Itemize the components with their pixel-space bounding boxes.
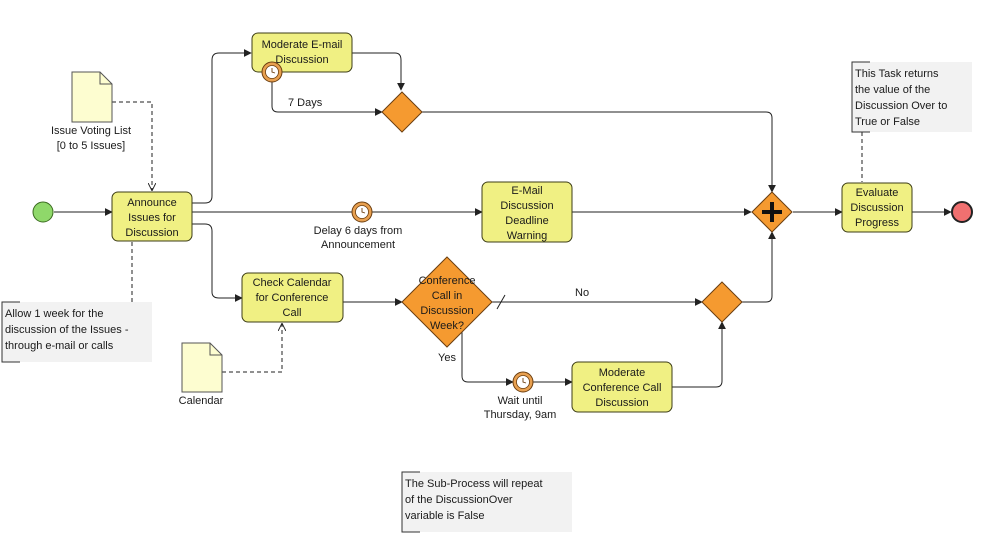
timer-intermediate-delay[interactable] xyxy=(351,201,373,223)
task-moderate-email[interactable]: Moderate E-mail Discussion xyxy=(251,32,353,73)
plus-icon xyxy=(762,202,782,222)
document-label-line: Issue Voting List xyxy=(51,125,131,137)
default-flow-marker xyxy=(496,294,506,310)
gateway-label-line: Week? xyxy=(430,320,464,332)
task-moderate-conference-call[interactable]: Moderate Conference Call Discussion xyxy=(571,361,673,413)
end-event[interactable] xyxy=(951,201,973,223)
clock-icon xyxy=(361,208,366,214)
task-label-line: Moderate xyxy=(599,367,645,379)
flow-merge-to-parallel xyxy=(742,231,776,303)
task-label-line: E-Mail xyxy=(511,185,542,197)
flow-announce-to-check-calendar xyxy=(192,223,243,302)
annotation-line: Allow 1 week for the xyxy=(5,308,103,320)
annotation-line: variable is False xyxy=(405,510,484,522)
task-label-line: Discussion xyxy=(850,202,903,214)
parallel-gateway[interactable] xyxy=(751,191,793,233)
association-issue-list xyxy=(112,101,152,190)
label-7-days: 7 Days xyxy=(288,97,323,109)
label-no: No xyxy=(575,287,589,299)
task-label-line: Issues for xyxy=(128,212,176,224)
task-evaluate-progress[interactable]: Evaluate Discussion Progress xyxy=(841,182,913,233)
task-label-line: Discussion xyxy=(275,54,328,66)
associations xyxy=(112,101,863,373)
task-label-line: Evaluate xyxy=(856,187,899,199)
label-wait-line: Thursday, 9am xyxy=(484,409,557,421)
task-label-line: Check Calendar xyxy=(253,277,332,289)
annotation-allow-week[interactable]: Allow 1 week for the discussion of the I… xyxy=(1,301,152,363)
task-label-line: Discussion xyxy=(500,200,553,212)
task-label-line: Call xyxy=(283,307,302,319)
flow-yes-to-timer xyxy=(461,327,514,386)
timer-boundary-event[interactable] xyxy=(261,61,283,83)
document-label-line: Calendar xyxy=(179,395,224,407)
task-label-line: Moderate E-mail xyxy=(262,39,343,51)
task-label-line: for Conference xyxy=(256,292,329,304)
timer-intermediate-wait[interactable] xyxy=(512,371,534,393)
flow-moderate-email-to-gateway xyxy=(352,52,405,91)
flow-moderate-conf-to-merge xyxy=(672,321,726,388)
annotation-line: True or False xyxy=(855,116,920,128)
annotation-task-returns[interactable]: This Task returns the value of the Discu… xyxy=(851,61,972,133)
annotation-line: Discussion Over to xyxy=(855,100,947,112)
annotation-line: discussion of the Issues - xyxy=(5,324,129,336)
annotation-line: This Task returns xyxy=(855,68,939,80)
document-icon xyxy=(71,71,113,123)
clock-icon xyxy=(271,68,276,74)
gateway-label-line: Discussion xyxy=(420,305,473,317)
annotation-line: of the DiscussionOver xyxy=(405,494,513,506)
annotation-line: the value of the xyxy=(855,84,930,96)
task-announce-issues[interactable]: Announce Issues for Discussion xyxy=(111,191,193,242)
clock-icon xyxy=(522,378,527,384)
task-label-line: Conference Call xyxy=(583,382,662,394)
flow-7-days-to-gateway xyxy=(271,82,383,116)
exclusive-gateway-email[interactable] xyxy=(381,91,423,133)
document-icon xyxy=(181,342,223,393)
annotation-subprocess-repeat[interactable]: The Sub-Process will repeat of the Discu… xyxy=(401,471,572,533)
data-object-calendar[interactable]: Calendar xyxy=(179,342,224,407)
task-label-line: Discussion xyxy=(125,227,178,239)
label-yes: Yes xyxy=(438,352,456,364)
annotation-line: The Sub-Process will repeat xyxy=(405,478,543,490)
gateway-conference-call-week[interactable]: Conference Call in Discussion Week? xyxy=(401,256,493,348)
task-label-line: Announce xyxy=(127,197,177,209)
association-calendar xyxy=(222,324,282,373)
gateway-label-line: Call in xyxy=(432,290,463,302)
label-wait-line: Wait until xyxy=(498,395,543,407)
document-label-line: [0 to 5 Issues] xyxy=(57,140,125,152)
flow-gateway-to-parallel xyxy=(422,111,776,193)
data-object-issue-voting-list[interactable]: Issue Voting List [0 to 5 Issues] xyxy=(51,71,131,152)
task-label-line: Deadline xyxy=(505,215,548,227)
label-delay-line: Delay 6 days from xyxy=(314,225,403,237)
annotation-line: through e-mail or calls xyxy=(5,340,114,352)
task-check-calendar[interactable]: Check Calendar for Conference Call xyxy=(241,272,344,323)
task-label-line: Warning xyxy=(507,230,548,242)
label-delay-line: Announcement xyxy=(321,239,395,251)
start-event[interactable] xyxy=(32,201,54,223)
sequence-flows xyxy=(54,49,952,388)
flow-announce-to-moderate-email xyxy=(192,49,252,204)
exclusive-gateway-merge[interactable] xyxy=(701,281,743,323)
gateway-label-line: Conference xyxy=(419,275,476,287)
task-label-line: Progress xyxy=(855,217,900,229)
task-label-line: Discussion xyxy=(595,397,648,409)
task-email-deadline-warning[interactable]: E-Mail Discussion Deadline Warning xyxy=(481,181,573,243)
